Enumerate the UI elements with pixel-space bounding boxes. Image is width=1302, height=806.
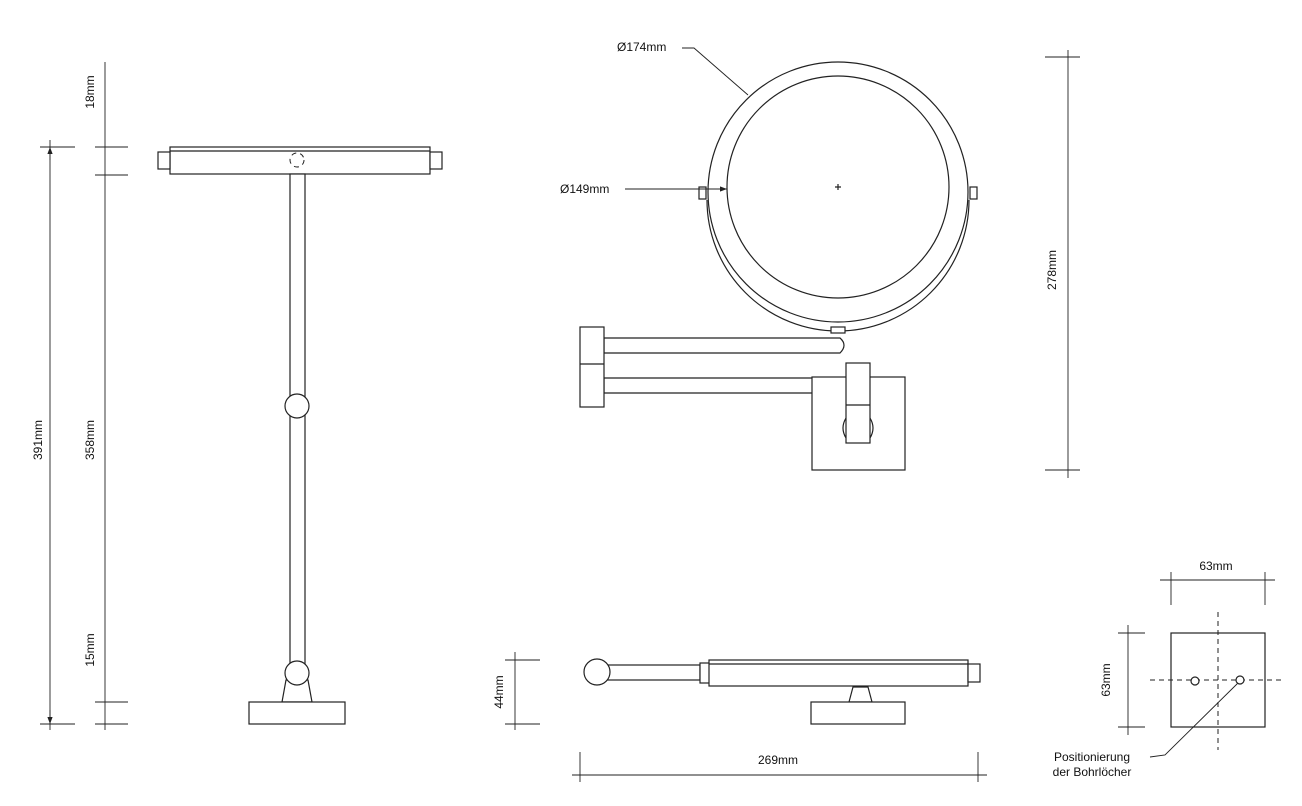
dim-269-label: 269mm (758, 753, 798, 767)
dim-358-label: 358mm (83, 420, 97, 460)
dim-63-width-label: 63mm (1199, 559, 1232, 573)
arm-pole (289, 173, 306, 675)
joint-ball-lower (284, 660, 310, 686)
joint-ball (284, 393, 310, 419)
wall-base-top (810, 701, 906, 725)
dimension-depth-44: 44mm (492, 652, 540, 730)
dimension-diameter-174: Ø174mm (617, 40, 749, 96)
pivot-left (698, 186, 707, 200)
drill-hole-left (1190, 676, 1200, 686)
dim-391-label: 391mm (31, 420, 45, 460)
note-line-1: Positionierung (1054, 750, 1130, 764)
dimension-height-278: 278mm (1045, 50, 1080, 478)
dimension-chain: 18mm 358mm 15mm (83, 62, 128, 730)
front-view: Ø174mm Ø149mm 278mm (560, 40, 1080, 478)
note-line-2: der Bohrlöcher (1053, 765, 1132, 779)
dim-63-height-label: 63mm (1099, 663, 1113, 696)
wall-base (248, 701, 346, 725)
dim-278-label: 278mm (1045, 250, 1059, 290)
mirror-outer-circle (707, 61, 969, 323)
wall-plate-detail: 63mm 63mm Positionierung der Bohrlöcher (1053, 559, 1285, 779)
pivot-right (969, 186, 978, 200)
mirror-head-side (157, 146, 443, 175)
mirror-inner-circle (726, 75, 950, 299)
dimension-width-269: 269mm (572, 752, 987, 782)
dimension-plate-height: 63mm (1099, 625, 1145, 735)
side-view: 391mm 18mm 358mm 15mm (31, 62, 443, 730)
dimension-plate-width: 63mm (1160, 559, 1275, 605)
dimension-total-height: 391mm (31, 140, 75, 730)
note-leader (1149, 682, 1239, 758)
dim-15-label: 15mm (83, 633, 97, 666)
dim-149-label: Ø149mm (560, 182, 609, 196)
top-view: 44mm 269mm (492, 652, 987, 782)
dim-44-label: 44mm (492, 675, 506, 708)
center-mark (835, 184, 841, 190)
dim-174-label: Ø174mm (617, 40, 666, 54)
dim-18-label: 18mm (83, 75, 97, 108)
dimension-diameter-149: Ø149mm (560, 182, 727, 196)
drill-hole-right (1235, 675, 1245, 685)
swing-arm (579, 326, 906, 471)
